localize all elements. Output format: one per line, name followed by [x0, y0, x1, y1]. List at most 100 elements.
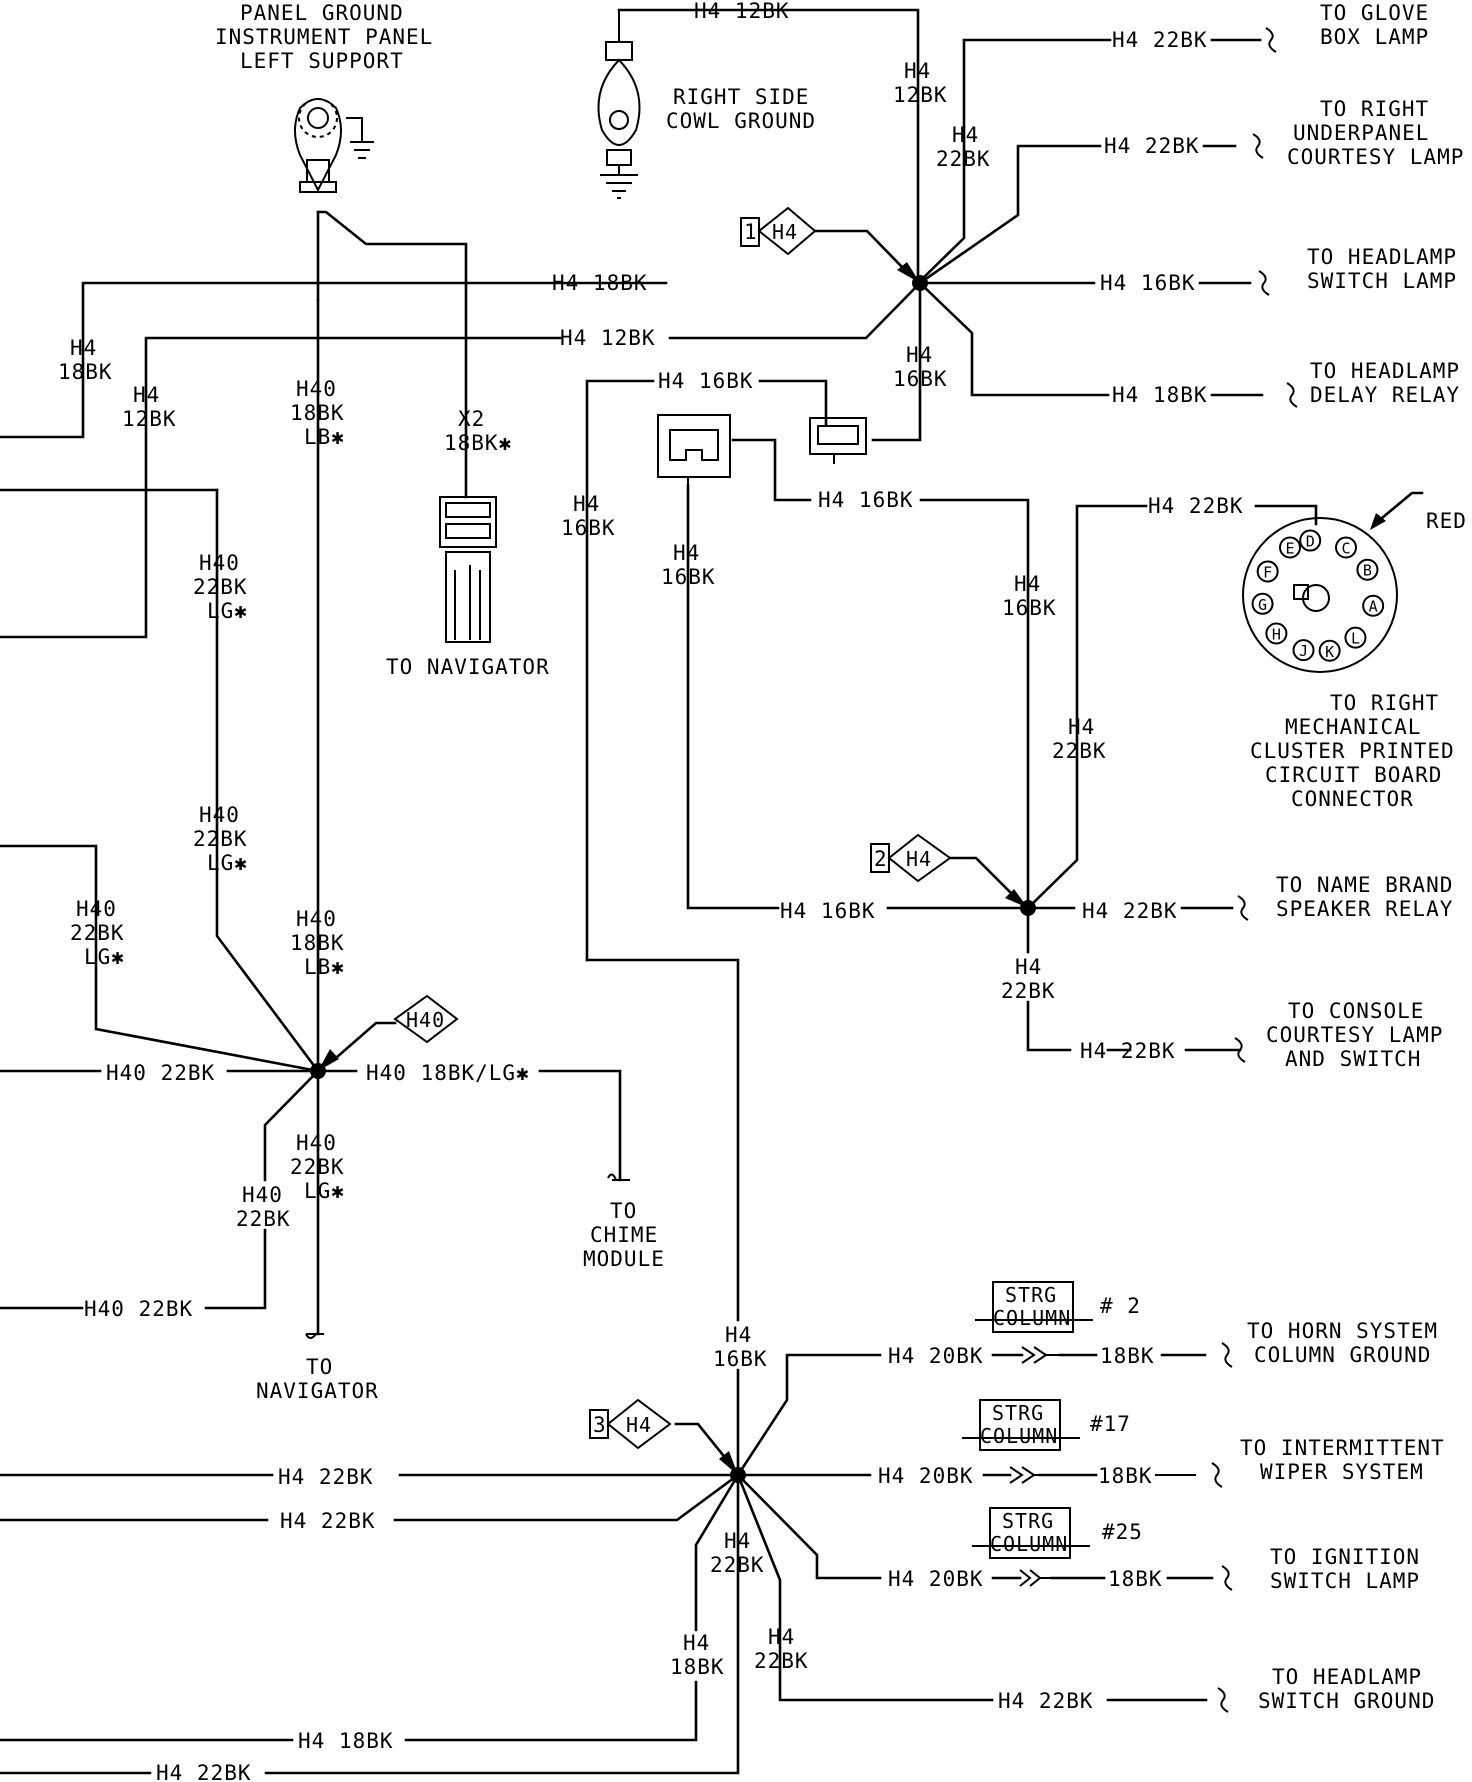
svg-text:STRG: STRG [1002, 1509, 1054, 1533]
connector-pin-a [1362, 594, 1385, 617]
svg-text:16BK: 16BK [561, 516, 616, 540]
svg-text:16BK: 16BK [1002, 596, 1057, 620]
svg-text:22BK: 22BK [236, 1207, 291, 1231]
svg-text:H4: H4 [906, 847, 932, 871]
svg-text:22BK: 22BK [290, 1155, 345, 1179]
svg-text:COLUMN GROUND: COLUMN GROUND [1254, 1343, 1431, 1367]
connector-pin-label: B [1363, 562, 1372, 580]
splice-node-h40 [310, 1063, 326, 1079]
connector-pin-label: J [1299, 642, 1308, 660]
connector-pin-label: F [1263, 563, 1272, 581]
strg-column-box-2: STRG COLUMN # 2 [975, 1281, 1141, 1333]
svg-text:H4 16BK: H4 16BK [658, 369, 754, 393]
svg-text:PANEL GROUND: PANEL GROUND [240, 1, 404, 25]
svg-text:2: 2 [874, 847, 888, 871]
svg-text:16BK: 16BK [893, 367, 948, 391]
svg-text:22BK: 22BK [1001, 979, 1056, 1003]
svg-text:#25: #25 [1102, 1520, 1143, 1544]
svg-text:H4 12BK: H4 12BK [694, 0, 790, 23]
svg-text:H4 22BK: H4 22BK [1112, 28, 1208, 52]
svg-text:INSTRUMENT PANEL: INSTRUMENT PANEL [215, 25, 433, 49]
svg-text:COLUMN: COLUMN [990, 1532, 1068, 1556]
svg-text:WIPER SYSTEM: WIPER SYSTEM [1260, 1460, 1424, 1484]
svg-text:H4 20BK: H4 20BK [878, 1464, 974, 1488]
splice-node-1 [912, 275, 928, 291]
svg-text:COURTESY LAMP: COURTESY LAMP [1287, 145, 1464, 169]
svg-text:H4: H4 [768, 1625, 795, 1649]
connector-pin-b [1356, 558, 1379, 581]
svg-text:18BK: 18BK [1100, 1344, 1155, 1368]
svg-text:H4: H4 [725, 1323, 752, 1347]
svg-text:H40: H40 [296, 907, 337, 931]
connector-pin-label: K [1325, 643, 1334, 661]
svg-text:H4: H4 [1068, 715, 1095, 739]
svg-text:# 2: # 2 [1100, 1294, 1141, 1318]
svg-text:STRG: STRG [1005, 1283, 1057, 1307]
svg-text:H40: H40 [199, 803, 240, 827]
svg-text:NAVIGATOR: NAVIGATOR [256, 1379, 379, 1403]
wire-terminations [305, 27, 1298, 1713]
svg-text:CONNECTOR: CONNECTOR [1291, 787, 1414, 811]
svg-text:22BK: 22BK [754, 1649, 809, 1673]
svg-text:H4: H4 [626, 1413, 652, 1437]
strg-column-box-25: STRG COLUMN #25 [972, 1507, 1143, 1559]
connector-pin-label: G [1258, 596, 1267, 614]
svg-text:COLUMN: COLUMN [993, 1306, 1071, 1330]
svg-text:22BK: 22BK [710, 1553, 765, 1577]
connector-pin-label: D [1306, 533, 1315, 551]
svg-text:TO RIGHT: TO RIGHT [1330, 691, 1439, 715]
svg-text:18BK: 18BK [290, 401, 345, 425]
connector-pin-l [1344, 626, 1367, 649]
svg-text:H40 22BK: H40 22BK [84, 1297, 193, 1321]
strg-column-box-17: STRG COLUMN #17 [962, 1399, 1130, 1451]
connector-pin-label: C [1341, 540, 1350, 558]
svg-text:22BK: 22BK [70, 921, 125, 945]
splice-tag-h40: H40 [393, 994, 459, 1044]
svg-text:H4 16BK: H4 16BK [780, 899, 876, 923]
splice-node-2 [1020, 900, 1036, 916]
wire-labels: H4 12BK H4 22BK H4 22BK H4 16BK H4 18BK … [58, 0, 1243, 1782]
connector-pin-label: L [1351, 630, 1360, 648]
svg-text:H4 18BK: H4 18BK [298, 1729, 394, 1753]
svg-text:H4 12BK: H4 12BK [560, 326, 656, 350]
svg-text:H4: H4 [772, 220, 798, 244]
svg-text:TO HEADLAMP: TO HEADLAMP [1310, 359, 1460, 383]
svg-text:H4 18BK: H4 18BK [552, 271, 648, 295]
svg-text:22BK: 22BK [193, 575, 248, 599]
svg-text:18BK: 18BK [1108, 1567, 1163, 1591]
svg-text:TO: TO [610, 1199, 637, 1223]
svg-text:TO INTERMITTENT: TO INTERMITTENT [1240, 1436, 1445, 1460]
svg-text:22BK: 22BK [936, 147, 991, 171]
svg-text:LG✱: LG✱ [207, 851, 248, 875]
splice-nodes [310, 275, 1036, 1483]
svg-text:H40: H40 [242, 1183, 283, 1207]
svg-text:H4: H4 [673, 541, 700, 565]
svg-text:LG✱: LG✱ [207, 599, 248, 623]
svg-text:H40: H40 [199, 551, 240, 575]
svg-text:H40: H40 [76, 897, 117, 921]
svg-text:CHIME: CHIME [590, 1223, 658, 1247]
svg-text:1: 1 [744, 220, 758, 244]
svg-text:LG✱: LG✱ [304, 1179, 345, 1203]
splice-node-3 [730, 1467, 746, 1483]
connector-pin-c [1335, 536, 1357, 559]
splice-tag-2: 2 H4 [870, 833, 952, 883]
svg-text:H4 22BK: H4 22BK [156, 1761, 252, 1782]
svg-text:TO HEADLAMP: TO HEADLAMP [1307, 245, 1457, 269]
svg-text:22BK: 22BK [193, 827, 248, 851]
svg-text:H4: H4 [724, 1529, 751, 1553]
navigator-connector-top [439, 496, 497, 643]
svg-text:H4 16BK: H4 16BK [1100, 271, 1196, 295]
svg-text:LG✱: LG✱ [84, 945, 125, 969]
connector-pin-label: H [1272, 625, 1281, 643]
svg-text:TO HORN SYSTEM: TO HORN SYSTEM [1247, 1319, 1438, 1343]
svg-text:H4: H4 [1015, 955, 1042, 979]
svg-text:X2: X2 [458, 407, 485, 431]
svg-text:TO IGNITION: TO IGNITION [1270, 1545, 1420, 1569]
svg-text:H4 20BK: H4 20BK [888, 1567, 984, 1591]
svg-text:TO NAME BRAND: TO NAME BRAND [1276, 873, 1453, 897]
